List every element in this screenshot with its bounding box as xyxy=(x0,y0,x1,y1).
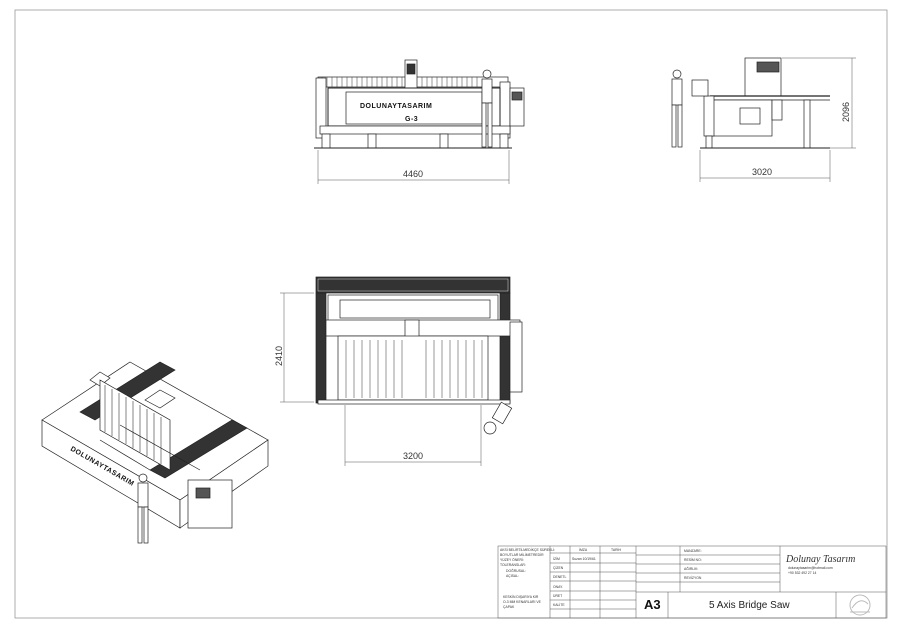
front-model-text: G-3 xyxy=(405,116,418,123)
note-line-3: YÜZEY ÖNERİ: xyxy=(500,557,524,562)
person-iso-icon xyxy=(137,473,149,544)
brand-contact-phone: +90 532 492 27 14 xyxy=(788,571,816,575)
isometric-view xyxy=(41,361,269,529)
front-logo-text: DOLUNAYTASARIM xyxy=(360,103,432,110)
top-height-label: 2410 xyxy=(274,346,284,366)
note-line-4: TOLERANSLAR: xyxy=(500,563,526,567)
izim-value: Suzan 10/19/61 xyxy=(572,557,596,561)
label-agirlik: AĞIRLIK: xyxy=(684,566,698,571)
row-uret: ÜRET xyxy=(553,594,562,598)
col-ad-header: İMZA xyxy=(579,547,588,552)
top-view xyxy=(315,276,523,405)
side-width-label: 3020 xyxy=(752,167,772,177)
note-line-5: DOĞRUSAL: xyxy=(506,568,526,573)
side-width-dimension xyxy=(699,150,831,182)
label-revizyon: REVİZYON xyxy=(684,575,702,580)
row-kalite: KALİTE xyxy=(553,602,565,607)
front-view xyxy=(314,59,525,149)
note-line-1: AKSİ BELİRTİLMEDİKÇE SÜREKLİ: xyxy=(500,547,555,552)
top-width-dimension xyxy=(344,405,482,466)
note-line-6: AÇISAL: xyxy=(506,574,519,578)
front-width-dimension xyxy=(317,150,510,184)
side-height-dimension xyxy=(782,57,856,149)
brand-name: Dolunay Tasarım xyxy=(785,554,855,565)
side-height-label: 2096 xyxy=(841,102,851,122)
sheet-border xyxy=(14,9,888,619)
edge-note-1: KESKİN DIŞARIYA KIR xyxy=(503,594,539,599)
sheet-size: A3 xyxy=(644,597,661,612)
top-height-dimension xyxy=(280,292,314,403)
edge-note-3: ÇAPAK xyxy=(503,605,515,609)
row-onay: ONAY. xyxy=(553,585,563,589)
front-width-label: 4460 xyxy=(403,169,423,179)
drawing-title: 5 Axis Bridge Saw xyxy=(709,600,790,611)
row-izim: İZİM xyxy=(553,556,560,561)
label-manzare: MANZARE: xyxy=(684,549,702,553)
row-cizen: ÇİZEN xyxy=(553,565,564,570)
person-top-icon xyxy=(483,401,513,435)
note-line-2: BOYUTLAR MİLİMETREDİR xyxy=(500,552,544,557)
brand-contact-email: dolunaytasarim@hotmail.com xyxy=(788,566,833,570)
label-resim-no: RESİM NO: xyxy=(684,557,702,562)
edge-note-2: O-3 MM KENARLARI VE xyxy=(503,600,542,604)
col-tarih-header: TARİH xyxy=(611,547,621,552)
side-view xyxy=(691,57,830,149)
row-denetl: DENETL xyxy=(553,575,566,579)
top-width-label: 3200 xyxy=(403,451,423,461)
brand-logo-icon xyxy=(849,594,871,616)
person-side-icon xyxy=(671,69,683,148)
title-block xyxy=(497,545,887,619)
person-front-icon xyxy=(481,69,493,148)
